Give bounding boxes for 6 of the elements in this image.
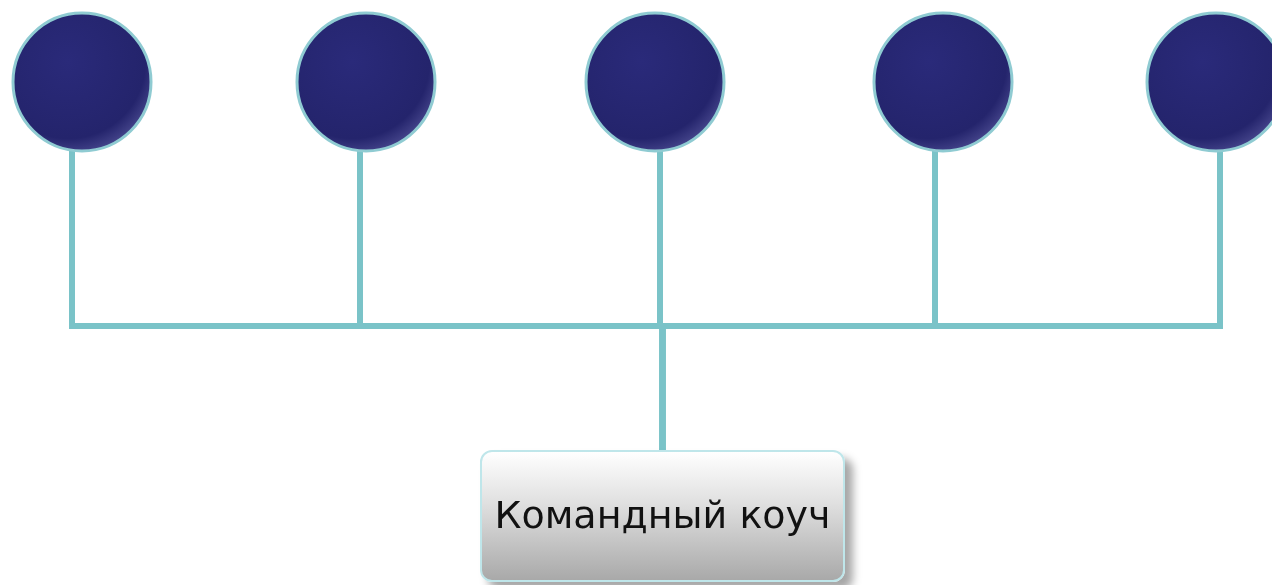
circle-node: [10, 10, 154, 154]
circle-node: [294, 10, 438, 154]
circle-node: [583, 10, 727, 154]
process-box: [480, 450, 845, 582]
box-label: Командный коуч: [494, 494, 831, 538]
circle-node: [871, 10, 1015, 154]
